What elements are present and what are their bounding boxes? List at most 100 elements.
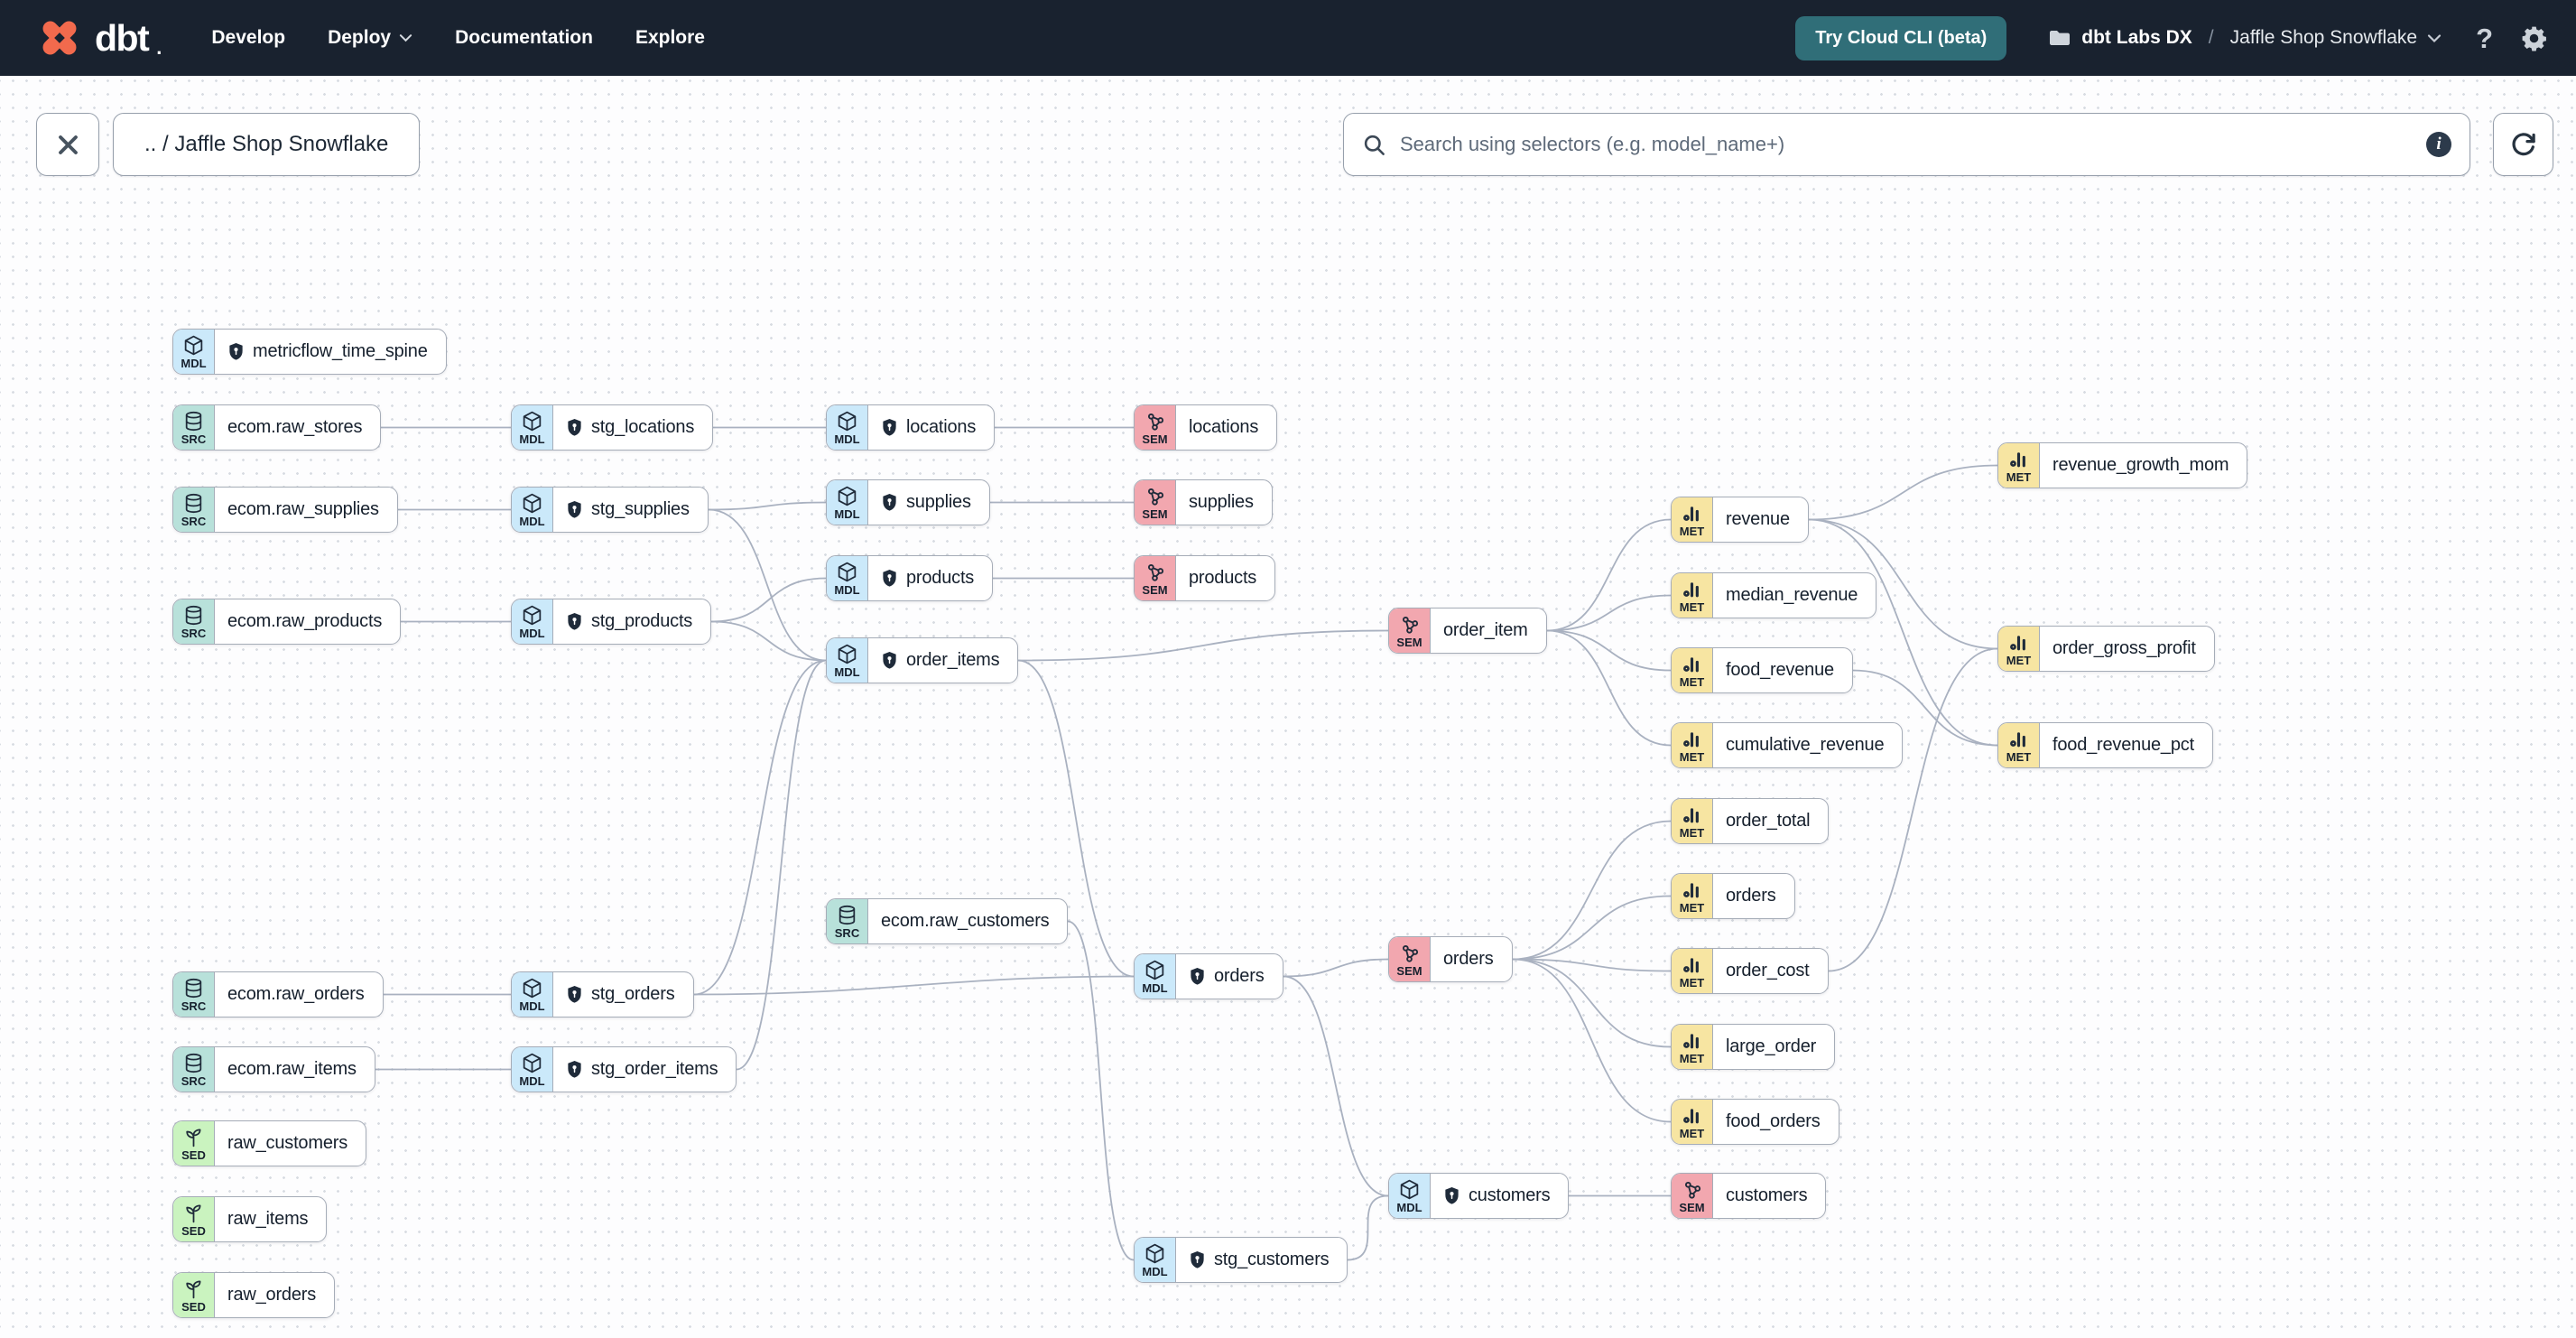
nav-item-deploy[interactable]: Deploy: [328, 27, 412, 49]
edge-stg_products-to-mdl_products: [710, 577, 827, 623]
edge-mdl_order_items-to-mdl_orders: [1017, 659, 1135, 978]
edge-stg_order_items-to-mdl_order_items: [736, 659, 827, 1071]
node-type-label: MDL: [519, 999, 545, 1013]
node-type-label: MDL: [1142, 980, 1168, 995]
edge-stg_products-to-mdl_order_items: [710, 620, 827, 662]
cube-icon: [1144, 958, 1166, 981]
breadcrumb[interactable]: .. / Jaffle Shop Snowflake: [113, 113, 421, 176]
close-button[interactable]: [36, 113, 99, 176]
node-type-badge: MET: [1998, 723, 2040, 767]
node-label: raw_customers: [227, 1133, 347, 1153]
node-label: orders: [1214, 966, 1265, 986]
edge-stg_supplies-to-mdl_supplies: [708, 501, 827, 511]
search-bar[interactable]: i: [1343, 113, 2470, 176]
brand-dot: .: [156, 36, 162, 59]
shield-icon: [566, 418, 583, 437]
node-type-label: MET: [1679, 825, 1705, 840]
metric-icon: [1681, 1103, 1703, 1127]
edge-sem_order_item-to-met_revenue: [1546, 518, 1672, 632]
node-body: ecom.raw_stores: [215, 405, 380, 450]
refresh-icon: [2512, 132, 2535, 155]
brand-name: dbt: [95, 16, 150, 59]
try-cloud-cli-button[interactable]: Try Cloud CLI (beta): [1795, 15, 2007, 60]
node-type-label: MDL: [519, 432, 545, 446]
node-type-label: MET: [1679, 1126, 1705, 1140]
account-name[interactable]: dbt Labs DX: [2081, 27, 2192, 48]
sprout-icon: [182, 1277, 205, 1300]
metric-icon: [1681, 1028, 1703, 1052]
edge-mdl_order_items-to-sem_order_item: [1017, 629, 1389, 662]
node-type-badge: MDL: [512, 405, 553, 450]
refresh-button[interactable]: [2493, 113, 2553, 176]
node-body: products: [868, 556, 992, 600]
shield-icon: [881, 493, 898, 512]
help-icon[interactable]: ?: [2476, 22, 2493, 54]
edge-src_customers-to-stg_customers: [1067, 920, 1135, 1261]
project-name[interactable]: Jaffle Shop Snowflake: [2229, 27, 2418, 48]
nav-item-develop[interactable]: Develop: [211, 27, 285, 49]
metric-icon: [2007, 727, 2030, 750]
node-body: cumulative_revenue: [1713, 723, 1902, 767]
node-type-badge: SRC: [827, 899, 868, 943]
node-type-label: SEM: [1396, 635, 1422, 649]
search-input[interactable]: [1400, 133, 2413, 156]
shield-icon: [566, 612, 583, 631]
chevron-down-icon[interactable]: [2427, 33, 2442, 43]
metric-icon: [1681, 577, 1703, 600]
node-type-badge: SEM: [1389, 937, 1431, 981]
sprout-icon: [182, 1201, 205, 1224]
nav-item-explore[interactable]: Explore: [635, 27, 705, 49]
node-label: ecom.raw_supplies: [227, 499, 379, 519]
nav-item-documentation[interactable]: Documentation: [455, 27, 593, 49]
dbt-logo[interactable]: dbt .: [36, 14, 162, 61]
node-body: food_orders: [1713, 1100, 1839, 1144]
node-body: orders: [1713, 874, 1794, 918]
gear-icon[interactable]: [2520, 24, 2548, 52]
node-mdl_orders[interactable]: MDL orders: [1134, 953, 1283, 999]
node-type-badge: MET: [1672, 1025, 1713, 1069]
node-body: order_gross_profit: [2040, 627, 2214, 671]
node-body: large_order: [1713, 1025, 1834, 1069]
node-met_food_orders[interactable]: MET food_orders: [1671, 1099, 1839, 1145]
info-icon[interactable]: i: [2426, 132, 2451, 157]
